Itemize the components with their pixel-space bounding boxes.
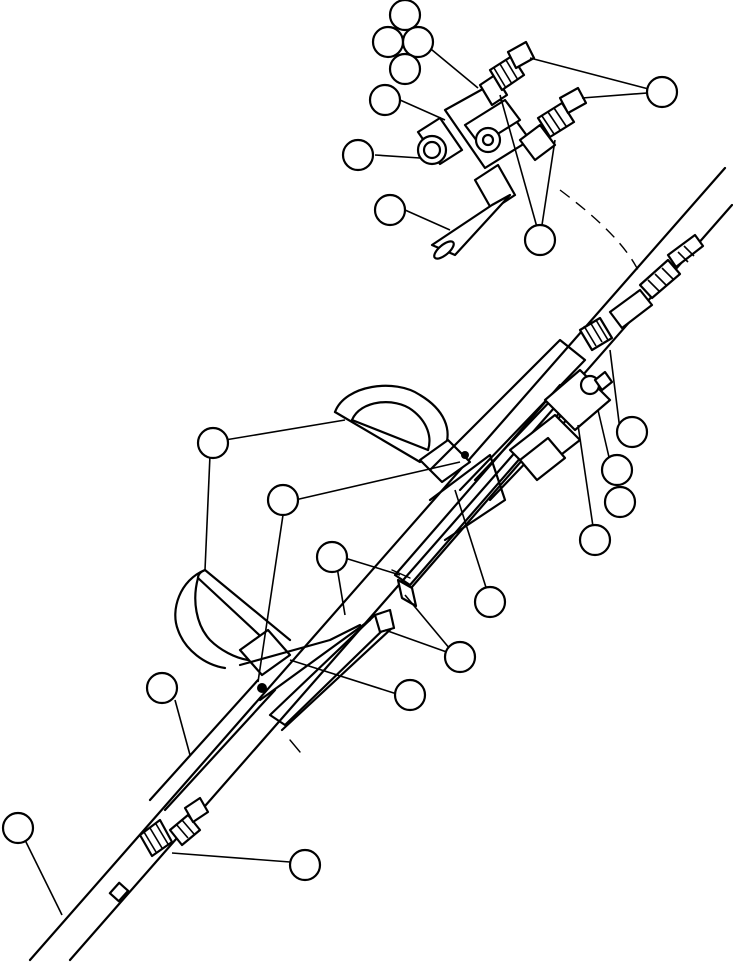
callout-circle [393, 678, 427, 712]
callout-circle [388, 0, 422, 32]
lower-channel [268, 608, 396, 753]
callout-circle [645, 75, 679, 109]
callout-circle [615, 415, 649, 449]
callout-circle [368, 83, 402, 117]
main-rail [28, 166, 733, 962]
callout-circle [443, 640, 477, 674]
callout-circle [315, 540, 349, 574]
callout-circle [603, 485, 637, 519]
detail-reference-line [559, 189, 639, 271]
callout-circle [373, 193, 407, 227]
callouts [1, 0, 679, 882]
callout-circle [388, 52, 422, 86]
callout-circle [371, 25, 405, 59]
callout-circle [401, 25, 435, 59]
leader-lines [24, 39, 661, 916]
lower-bracket [148, 568, 372, 812]
callout-circle [578, 523, 612, 557]
callout-circle [1, 811, 35, 845]
callout-circle [473, 585, 507, 619]
upper-fitting [578, 233, 705, 352]
callout-circle [145, 671, 179, 705]
valve-detail [416, 40, 588, 260]
callout-circle [600, 453, 634, 487]
lower-fitting [138, 796, 210, 858]
callout-circle [196, 426, 230, 460]
callout-circle [523, 223, 557, 257]
right-valve-block [508, 368, 614, 482]
callout-circle [266, 483, 300, 517]
callout-circle [341, 138, 375, 172]
callout-circle [288, 848, 322, 882]
